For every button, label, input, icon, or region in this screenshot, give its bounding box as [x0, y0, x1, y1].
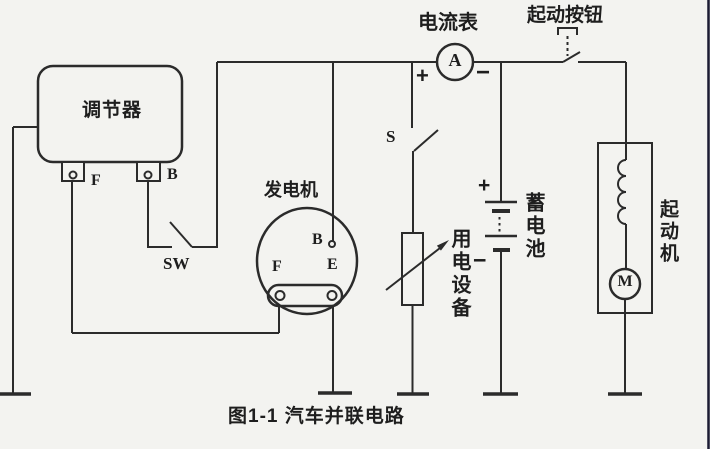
starter-coil: [617, 159, 627, 225]
regulator-terminal-f-label: F: [91, 172, 101, 189]
load-arrow-head: [436, 240, 449, 251]
field-wire: [71, 181, 280, 334]
starter-label: 起动机: [656, 199, 678, 265]
battery-minus-sign: −: [473, 247, 487, 273]
load-arrow-line: [385, 247, 441, 291]
sw-switch-blade: [169, 221, 193, 248]
regulator-terminal-f-dot: [68, 170, 78, 180]
generator-brush-e-dot: [326, 290, 338, 301]
generator-brush-e-label: E: [327, 256, 338, 273]
generator-label: 发电机: [264, 180, 318, 200]
load-label: 用电设备: [448, 228, 470, 320]
figure-caption: 图1-1 汽车并联电路: [228, 406, 405, 427]
s-switch-blade: [413, 129, 439, 152]
start-button-cap: [557, 27, 578, 35]
ammeter-label: 电流表: [418, 12, 478, 34]
sw-switch-label: SW: [163, 254, 190, 273]
generator-circle: [255, 206, 359, 316]
motor-symbol: M: [617, 273, 633, 290]
ammeter-circle: [435, 42, 475, 82]
generator-b-terminal-dot: [328, 240, 336, 248]
generator-brush-f-dot: [274, 290, 286, 301]
s-switch-label: S: [386, 127, 396, 146]
battery-label: 蓄电池: [522, 192, 544, 261]
generator-brush-f-label: F: [272, 258, 282, 275]
generator-brush-bar: [266, 283, 344, 308]
start-button-blade: [562, 51, 581, 63]
regulator-terminal-b-label: B: [167, 166, 178, 183]
regulator-label: 调节器: [82, 100, 143, 121]
generator-terminal-b-label: B: [312, 231, 323, 248]
regulator-terminal-b-dot: [143, 170, 153, 180]
left-ground-wire: [12, 126, 38, 394]
battery-plus-sign: +: [478, 174, 491, 197]
regulator-box: [36, 64, 184, 164]
ammeter-symbol: A: [448, 50, 462, 70]
sw-riser-wire: [192, 62, 218, 248]
b-wire: [147, 181, 172, 248]
ammeter-plus-sign: +: [416, 63, 429, 88]
ammeter-minus-sign: −: [476, 59, 491, 86]
start-button-label: 起动按钮: [527, 5, 604, 26]
